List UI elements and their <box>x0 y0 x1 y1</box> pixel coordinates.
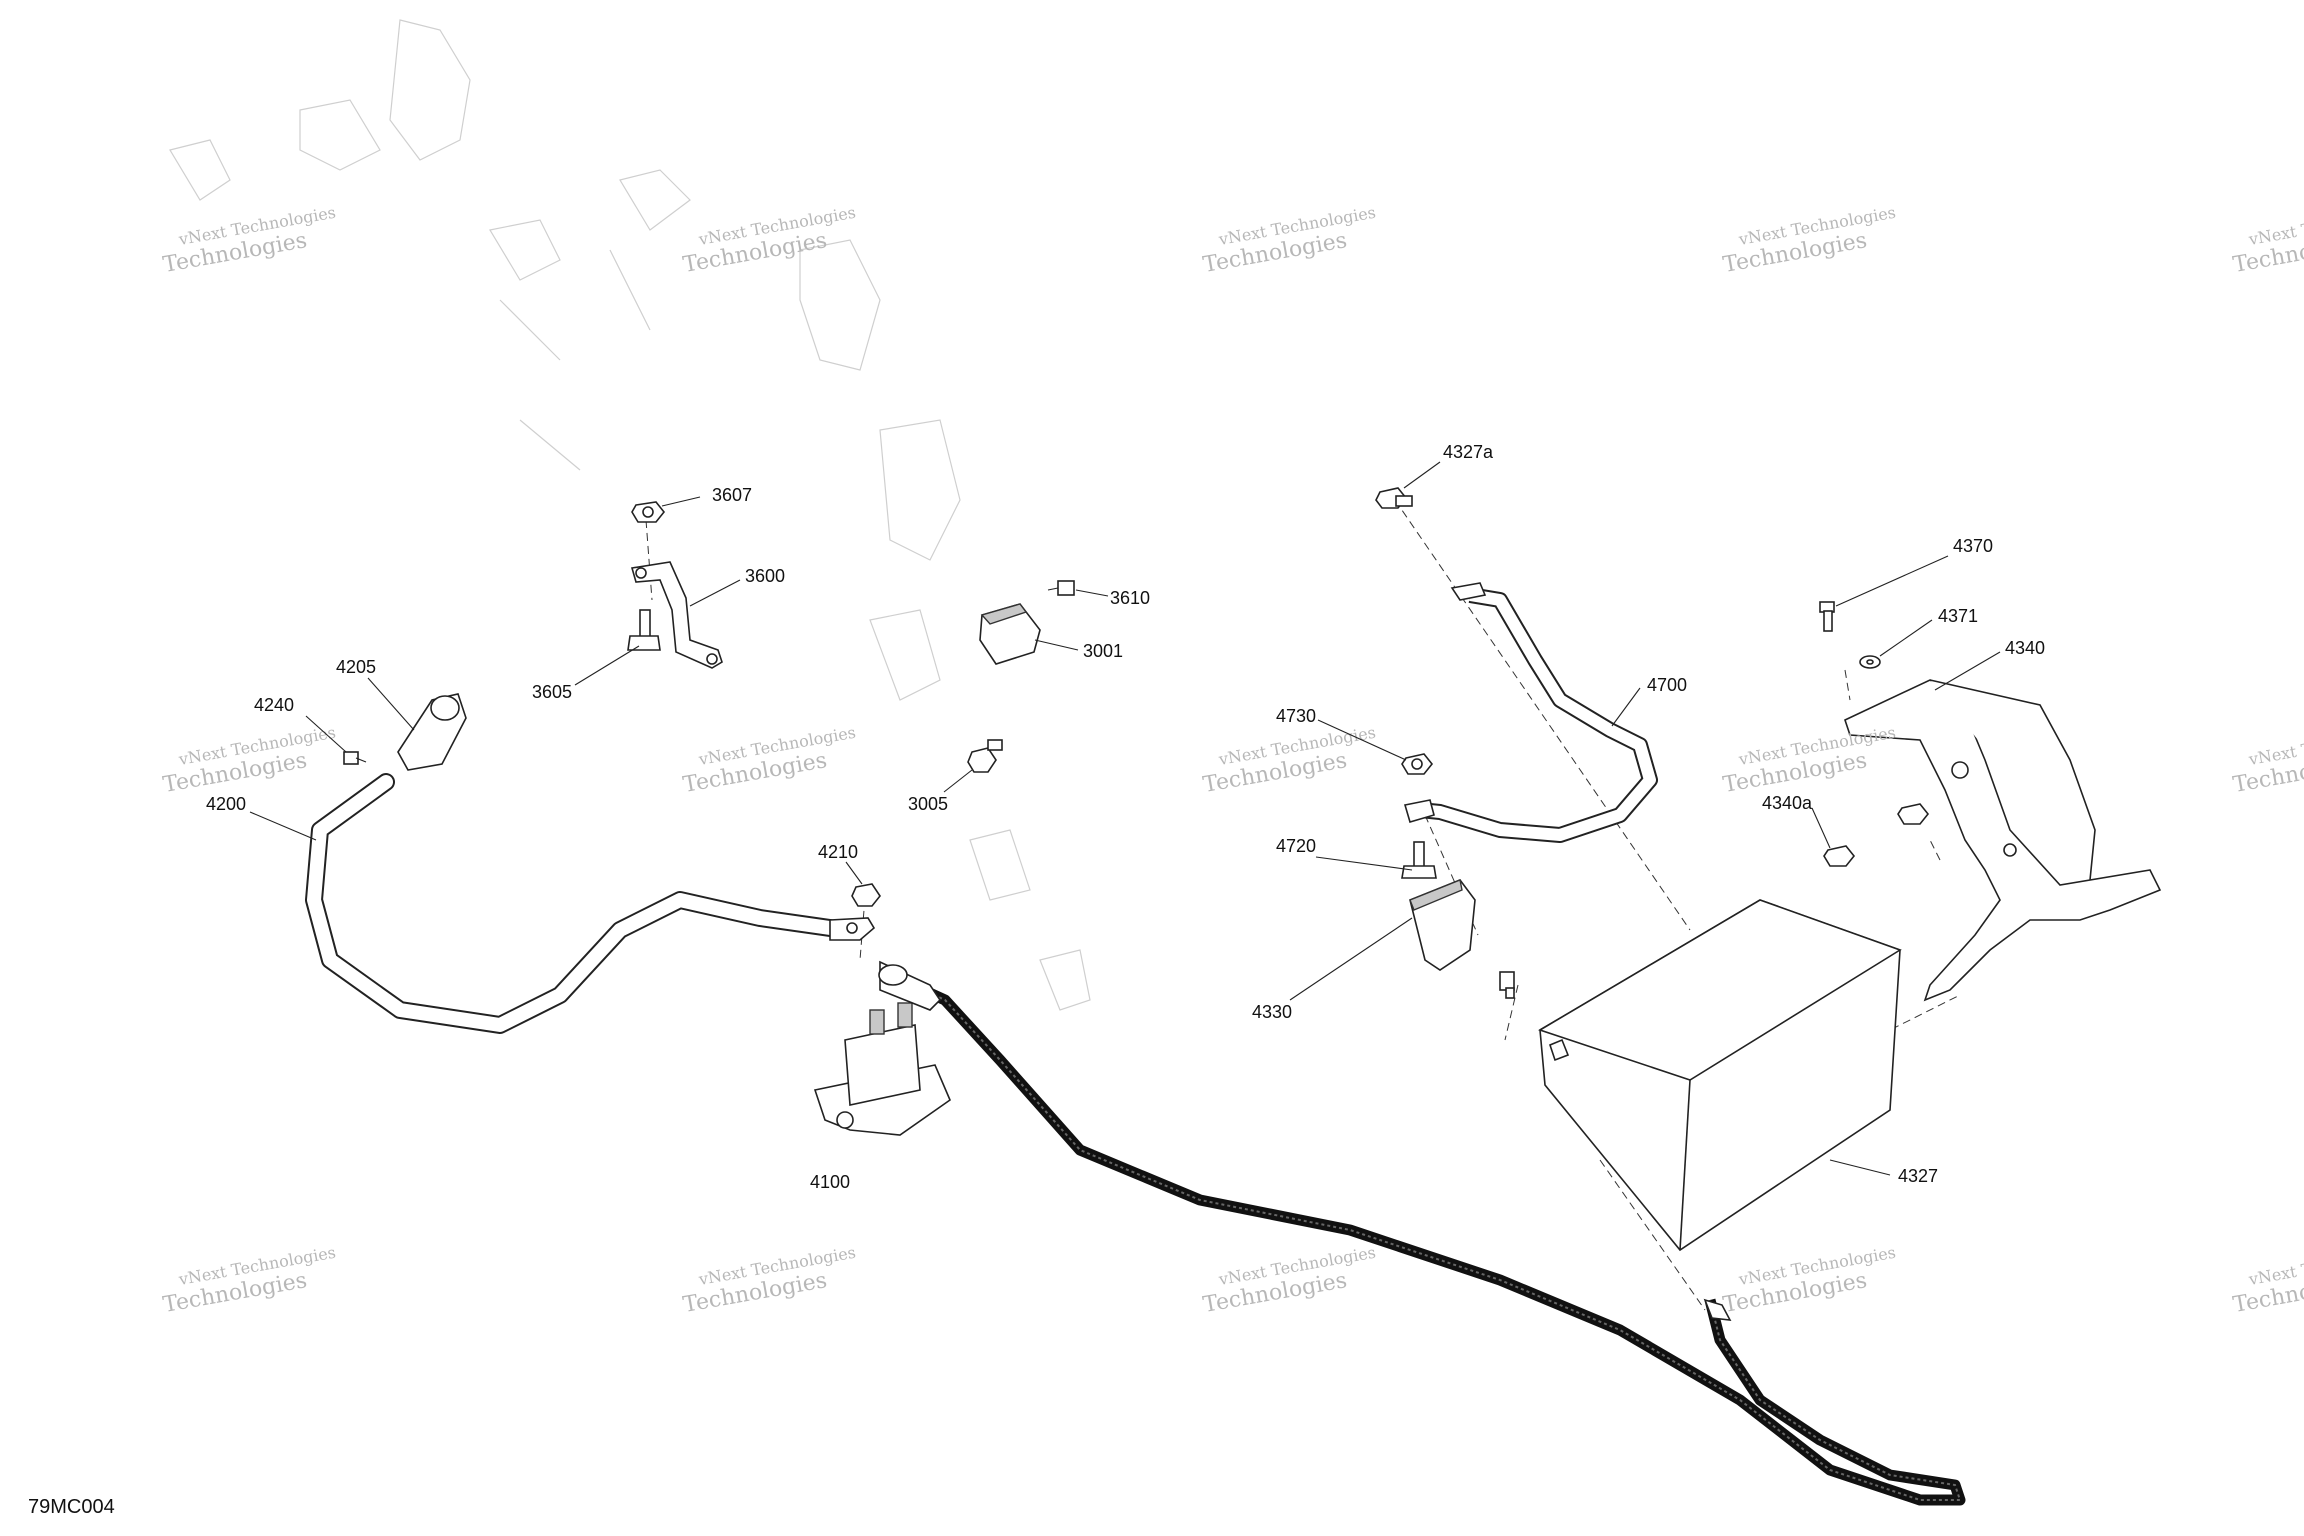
leader-lines <box>249 461 2001 1176</box>
callout-3610: 3610 <box>1110 588 1150 608</box>
part-4370-screw <box>1819 601 1835 632</box>
ghost-frame-outline <box>169 19 1091 1011</box>
part-4327-battery <box>1538 899 1902 1252</box>
watermark-9: vNext Technologies Technologies <box>1721 723 1897 798</box>
callout-4340a: 4340a <box>1762 793 1813 813</box>
part-4200-cable <box>305 773 876 1034</box>
watermark-6: vNext Technologies Technologies <box>161 723 337 798</box>
part-4720-bolt <box>1401 841 1437 879</box>
callout-3001: 3001 <box>1083 641 1123 661</box>
watermark-8: vNext Technologies Technologies <box>1201 723 1377 798</box>
part-3610-screw <box>1047 580 1075 596</box>
watermark-7: vNext Technologies Technologies <box>681 723 857 798</box>
callout-3605: 3605 <box>532 682 572 702</box>
watermark-4: vNext Technologies Technologies <box>1721 203 1897 278</box>
part-4730-nut <box>1401 753 1434 775</box>
callout-4330: 4330 <box>1252 1002 1292 1022</box>
callout-4720: 4720 <box>1276 836 1316 856</box>
callout-4327a: 4327a <box>1443 442 1494 462</box>
callout-4730: 4730 <box>1276 706 1316 726</box>
callout-4370: 4370 <box>1953 536 1993 556</box>
watermark-3: vNext Technologies Technologies <box>1201 203 1377 278</box>
part-4371-washer <box>1859 655 1881 669</box>
callout-4205: 4205 <box>336 657 376 677</box>
callout-4240: 4240 <box>254 695 294 715</box>
part-4240-screw <box>343 751 367 765</box>
callout-3607: 3607 <box>712 485 752 505</box>
part-4205-terminal-boot <box>397 693 467 771</box>
part-3001-relay <box>979 603 1041 665</box>
callout-3600: 3600 <box>745 566 785 586</box>
part-4340a-nuts <box>1823 803 1930 867</box>
watermark-14: vNext Technologies Technologies <box>1721 1243 1897 1318</box>
part-battery-terminal-bolt <box>1499 971 1515 999</box>
part-4340-bracket <box>1844 679 2162 1002</box>
watermark-10: vNext Technologies Technologies <box>2231 723 2304 798</box>
part-harness <box>878 960 1966 1506</box>
callout-4340: 4340 <box>2005 638 2045 658</box>
part-4330-terminal-cover <box>1409 879 1476 971</box>
watermark-13: vNext Technologies Technologies <box>1201 1243 1377 1318</box>
part-3005-bolt <box>967 739 1003 773</box>
part-3605-bolt <box>627 609 661 651</box>
watermark-2: vNext Technologies Technologies <box>681 203 857 278</box>
callout-4200: 4200 <box>206 794 246 814</box>
part-4700-cable <box>1403 582 1658 843</box>
watermark-12: vNext Technologies Technologies <box>681 1243 857 1318</box>
callout-4210: 4210 <box>818 842 858 862</box>
callout-4327: 4327 <box>1898 1166 1938 1186</box>
watermark-15: vNext Technologies Technologies <box>2231 1243 2304 1318</box>
watermark-1: vNext Technologies Technologies <box>161 203 337 278</box>
callout-4100: 4100 <box>810 1172 850 1192</box>
callout-labels: 3607 3600 3605 3610 3001 3005 4205 4240 … <box>206 442 2045 1192</box>
part-4327a-bolt <box>1375 487 1413 509</box>
callout-4371: 4371 <box>1938 606 1978 626</box>
part-3607-nut <box>631 501 666 523</box>
diagram-reference-code: 79MC004 <box>28 1496 115 1518</box>
callout-4700: 4700 <box>1647 675 1687 695</box>
part-3600-ground-strap <box>630 561 723 669</box>
part-4100-starter-solenoid <box>813 1002 951 1136</box>
callout-3005: 3005 <box>908 794 948 814</box>
watermark-5: vNext Technologies Technologies <box>2231 203 2304 278</box>
part-4210-nut <box>851 883 881 907</box>
watermark-11: vNext Technologies Technologies <box>161 1243 337 1318</box>
